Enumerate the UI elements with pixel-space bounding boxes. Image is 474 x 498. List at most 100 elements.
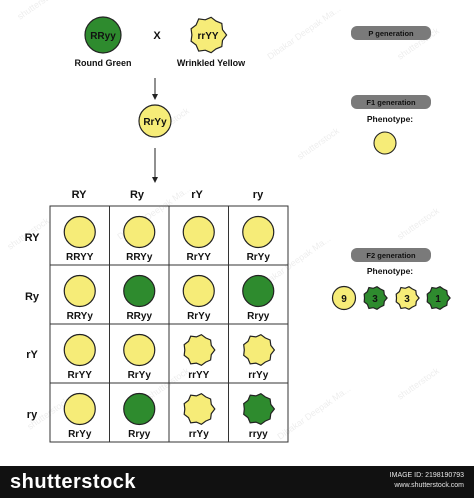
cell-genotype: rrYy (248, 370, 268, 381)
cell-genotype: RRyy (126, 311, 152, 322)
punnett-col-headers: RY Ry rY ry (72, 189, 265, 201)
pea-round-green-icon (84, 16, 122, 54)
parent-wrinkled-yellow: rrYY Wrinkled Yellow (177, 16, 246, 68)
punnett-cell: RrYY (182, 215, 215, 263)
cell-genotype: RrYY (68, 370, 93, 381)
f2-ratio-item: 9 (331, 285, 357, 311)
punnett-cell: rrYY (183, 334, 216, 381)
punnett-cell: rryy (243, 393, 276, 440)
row-header: ry (27, 409, 38, 421)
watermark-text: shutterstock (15, 0, 61, 22)
punnett-cell: RRYy (63, 274, 96, 322)
cell-genotype: rryy (249, 429, 268, 440)
f1-phenotype-pea-icon (373, 131, 397, 155)
watermark-text: Dibakar Deepak Ma... (275, 384, 352, 442)
f1-genotype: RrYy (143, 117, 167, 128)
punnett-cell: RrYy (123, 333, 156, 381)
cell-genotype: RRYy (67, 311, 94, 322)
pea-round-icon (63, 274, 96, 308)
p-generation-label: P generation (368, 29, 414, 38)
parent-right-label: Wrinkled Yellow (177, 58, 246, 68)
pea-round-icon (63, 392, 96, 426)
pea-wrinkled-icon (395, 286, 420, 310)
f2-ratio-item: 3 (363, 286, 388, 310)
cell-genotype: Rryy (128, 429, 151, 440)
punnett-cell: RRYY (63, 215, 96, 263)
watermark-text: shutterstock (395, 205, 441, 241)
cell-genotype: RrYy (68, 429, 92, 440)
pea-round-icon (63, 215, 96, 249)
cell-genotype: RRYY (66, 252, 94, 263)
col-header: RY (72, 189, 88, 201)
legend: P generation F1 generation Phenotype: F2… (331, 26, 451, 311)
pea-round-icon (182, 215, 215, 249)
cell-genotype: RrYY (187, 252, 212, 263)
parent-round-green: RRyy Round Green (74, 16, 132, 68)
punnett-cell: Rryy (123, 392, 156, 440)
punnett-cell: rrYy (183, 393, 216, 440)
punnett-cell: RRYy (123, 215, 156, 263)
parent-right-genotype: rrYY (197, 31, 218, 42)
f2-generation-label: F2 generation (366, 251, 416, 260)
footer-bar: shutterstock IMAGE ID: 2198190793 www.sh… (0, 466, 474, 498)
f1-phenotype-label: Phenotype: (367, 114, 413, 124)
f2-ratio-item: 1 (426, 286, 451, 310)
cell-genotype: rrYY (188, 370, 209, 381)
f2-ratio-number: 3 (404, 294, 410, 305)
pea-round-icon (182, 274, 215, 308)
cross-symbol: X (153, 30, 161, 42)
col-header: Ry (130, 189, 145, 201)
f2-generation-badge (351, 248, 431, 262)
p-generation-badge (351, 26, 431, 40)
pea-round-icon (242, 215, 275, 249)
pea-round-icon (123, 333, 156, 367)
watermark-text: shutterstock (295, 125, 341, 161)
punnett-row-headers: RY Ry rY ry (25, 232, 41, 421)
f2-phenotype-label: Phenotype: (367, 266, 413, 276)
f1-generation-badge (351, 95, 431, 109)
watermark-text: shutterstock (395, 365, 441, 401)
row-header: rY (26, 349, 38, 361)
punnett-cell: RRyy (123, 274, 156, 322)
footer-brand: shutterstock (10, 471, 137, 493)
pea-round-icon (123, 392, 156, 426)
punnett-cell: Rryy (242, 274, 275, 322)
cell-genotype: RrYy (187, 311, 211, 322)
cell-genotype: Rryy (247, 311, 270, 322)
footer-meta: IMAGE ID: 2198190793 www.shutterstock.co… (390, 471, 464, 491)
cell-genotype: RrYy (128, 370, 152, 381)
pea-round-icon (63, 333, 96, 367)
cell-genotype: RRYy (126, 252, 153, 263)
punnett-cell: RrYY (63, 333, 96, 381)
row-header: RY (25, 232, 41, 244)
parent-left-label: Round Green (74, 58, 131, 68)
pea-wrinkled-icon (243, 393, 276, 425)
f2-ratio-item: 3 (395, 286, 420, 310)
pea-wrinkled-icon (426, 286, 451, 310)
punnett-cell: RrYy (63, 392, 96, 440)
f2-ratio-number: 9 (341, 294, 347, 305)
cell-genotype: RrYy (247, 252, 271, 263)
footer-site: www.shutterstock.com (394, 482, 464, 489)
pea-round-icon (123, 274, 156, 308)
footer-image-id: IMAGE ID: 2198190793 (389, 472, 464, 479)
f2-ratio-number: 3 (372, 294, 378, 305)
pea-wrinkled-icon (363, 286, 388, 310)
f1-generation-label: F1 generation (366, 98, 416, 107)
parent-left-genotype: RRyy (90, 31, 116, 42)
f2-phenotype-ratios: 9 3 3 1 (331, 285, 451, 311)
punnett-cell: RrYy (182, 274, 215, 322)
f1-offspring: RrYy (138, 104, 172, 138)
row-header: Ry (25, 291, 40, 303)
col-header: rY (191, 189, 203, 201)
col-header: ry (253, 189, 264, 201)
pea-f1-icon (138, 104, 172, 138)
pea-wrinkled-icon (243, 334, 276, 366)
pea-round-icon (242, 274, 275, 308)
f2-ratio-number: 1 (435, 294, 441, 305)
pea-round-icon (331, 285, 357, 311)
pea-round-icon (123, 215, 156, 249)
punnett-cell: rrYy (243, 334, 276, 381)
pea-wrinkled-yellow-icon (190, 16, 228, 54)
